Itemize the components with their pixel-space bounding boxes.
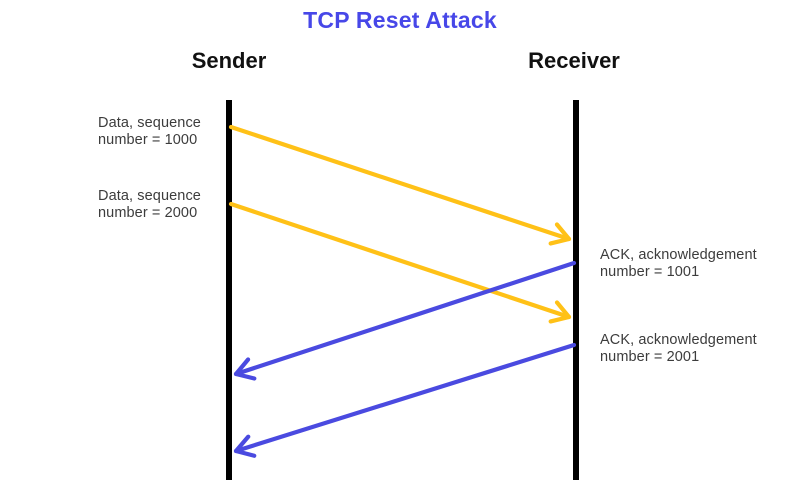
arrow-ack-2001 [233,342,577,458]
message-label-line: number = 1001 [600,264,700,280]
arrow-data-seq-1000 [228,124,572,246]
message-label-ack-1001: ACK, acknowledgement number = 1001 [600,247,757,281]
arrow-ack-1001 [233,260,577,381]
message-label-line: number = 2001 [600,349,700,365]
arrow-data-seq-2000 [228,201,572,324]
message-label-data-2000: Data, sequence number = 2000 [98,188,201,222]
message-label-ack-2001: ACK, acknowledgement number = 2001 [600,332,757,366]
message-label-data-1000: Data, sequence number = 1000 [98,115,201,149]
message-label-line: number = 2000 [98,205,198,221]
message-label-line: Data, sequence [98,188,201,204]
message-label-line: ACK, acknowledgement [600,247,757,263]
message-label-line: number = 1000 [98,132,198,148]
message-label-line: Data, sequence [98,115,201,131]
message-label-line: ACK, acknowledgement [600,332,757,348]
actor-label-sender: Sender [191,48,267,73]
page-title: TCP Reset Attack [303,7,497,33]
actor-label-receiver: Receiver [528,48,620,73]
